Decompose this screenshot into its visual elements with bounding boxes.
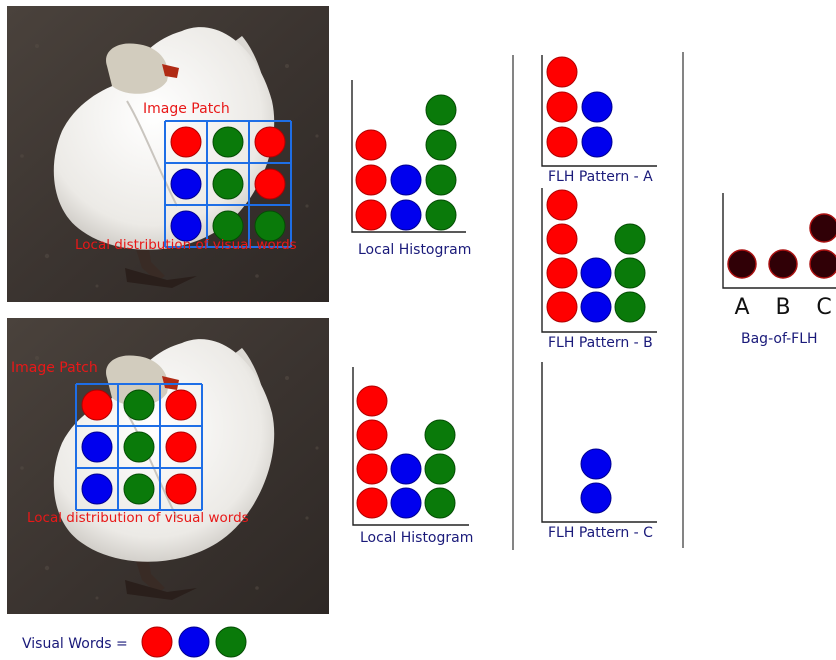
red-word-circle (547, 292, 577, 322)
blue-word-circle (171, 169, 201, 199)
red-word-circle (547, 57, 577, 87)
green-word-circle (124, 390, 154, 420)
red-word-circle (255, 127, 285, 157)
dark-word-circle (769, 250, 797, 278)
pattern-bars (547, 57, 612, 157)
caption-bottom: Local distribution of visual words (27, 510, 249, 526)
green-word-circle (425, 488, 455, 518)
pattern-label: FLH Pattern - B (548, 335, 653, 351)
red-word-circle (142, 627, 172, 657)
blue-word-circle (581, 258, 611, 288)
green-word-circle (426, 200, 456, 230)
blue-word-circle (391, 488, 421, 518)
flh-pattern-c: FLH Pattern - C (542, 362, 657, 541)
photo-top: Image Patch Local distribution of visual… (7, 6, 329, 302)
red-word-circle (166, 432, 196, 462)
red-word-circle (547, 92, 577, 122)
green-word-circle (216, 627, 246, 657)
blue-word-circle (391, 454, 421, 484)
blue-word-circle (582, 127, 612, 157)
patch-grid-bottom (76, 384, 202, 510)
green-word-circle (124, 474, 154, 504)
red-word-circle (82, 390, 112, 420)
patch-label-top: Image Patch (143, 101, 230, 117)
histogram-bars (356, 95, 456, 230)
photo-bottom: Image Patch Local distribution of visual… (7, 318, 329, 614)
green-word-circle (425, 420, 455, 450)
green-word-circle (615, 292, 645, 322)
histogram-label: Local Histogram (358, 242, 471, 258)
red-word-circle (255, 169, 285, 199)
local-histogram-bottom: Local Histogram (353, 367, 473, 546)
blue-word-circle (82, 474, 112, 504)
blue-word-circle (581, 449, 611, 479)
red-word-circle (547, 190, 577, 220)
pattern-label: FLH Pattern - C (548, 525, 653, 541)
local-histogram-top: Local Histogram (352, 80, 471, 258)
red-word-circle (547, 224, 577, 254)
dark-word-circle (810, 214, 836, 242)
bag-category-label: A (734, 295, 749, 320)
legend-words (142, 627, 246, 657)
bag-of-flh-chart: A B C Bag-of-FLH (723, 193, 836, 347)
green-word-circle (124, 432, 154, 462)
bag-category-label: C (816, 295, 831, 320)
blue-word-circle (391, 200, 421, 230)
green-word-circle (213, 127, 243, 157)
pattern-bars (547, 190, 645, 322)
green-word-circle (425, 454, 455, 484)
flh-pattern-a: FLH Pattern - A (542, 55, 657, 185)
red-word-circle (547, 127, 577, 157)
histogram-bars (357, 386, 455, 518)
green-word-circle (213, 169, 243, 199)
caption-top: Local distribution of visual words (75, 237, 297, 253)
patch-grid-top (165, 121, 291, 247)
green-word-circle (426, 165, 456, 195)
bag-bars: A B C (728, 214, 836, 320)
pattern-bars (581, 449, 611, 513)
red-word-circle (356, 130, 386, 160)
red-word-circle (171, 127, 201, 157)
bag-label: Bag-of-FLH (741, 331, 818, 347)
legend-label: Visual Words = (22, 636, 128, 652)
blue-word-circle (581, 292, 611, 322)
red-word-circle (357, 386, 387, 416)
blue-word-circle (82, 432, 112, 462)
dark-word-circle (810, 250, 836, 278)
green-word-circle (426, 130, 456, 160)
flh-pattern-b: FLH Pattern - B (542, 188, 657, 351)
red-word-circle (356, 200, 386, 230)
red-word-circle (166, 474, 196, 504)
bag-category-label: B (775, 295, 790, 320)
blue-word-circle (582, 92, 612, 122)
green-word-circle (426, 95, 456, 125)
visual-words-legend: Visual Words = (22, 627, 246, 657)
red-word-circle (357, 420, 387, 450)
swan-photo-top (7, 6, 329, 302)
red-word-circle (356, 165, 386, 195)
histogram-label: Local Histogram (360, 530, 473, 546)
green-word-circle (615, 258, 645, 288)
red-word-circle (357, 454, 387, 484)
dark-word-circle (728, 250, 756, 278)
blue-word-circle (581, 483, 611, 513)
blue-word-circle (391, 165, 421, 195)
red-word-circle (357, 488, 387, 518)
pattern-label: FLH Pattern - A (548, 169, 653, 185)
green-word-circle (615, 224, 645, 254)
red-word-circle (547, 258, 577, 288)
blue-word-circle (179, 627, 209, 657)
red-word-circle (166, 390, 196, 420)
patch-label-bottom: Image Patch (11, 360, 98, 376)
